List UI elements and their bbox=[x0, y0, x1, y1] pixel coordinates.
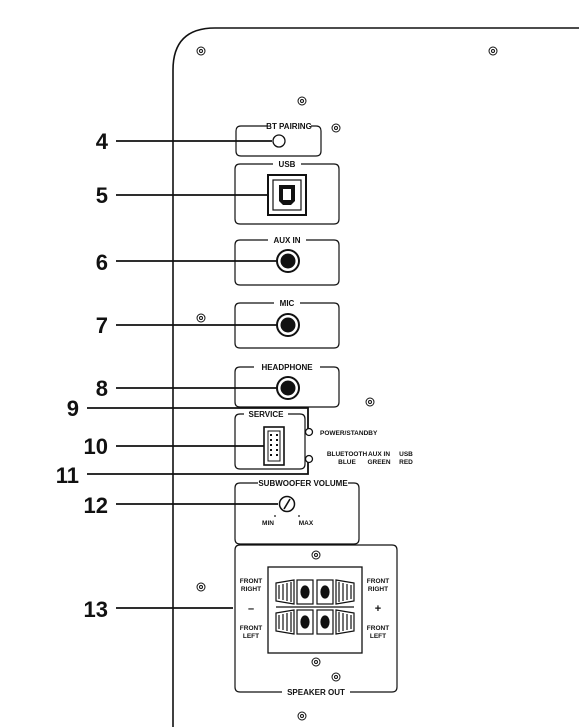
screw-icon bbox=[365, 397, 375, 407]
callout-6: 6 bbox=[96, 250, 108, 275]
aux-label-line1: AUX IN bbox=[368, 451, 390, 458]
callout-12: 12 bbox=[84, 493, 108, 518]
volume-knob[interactable] bbox=[278, 495, 296, 513]
enclosure-outline bbox=[172, 27, 579, 727]
minus-label: – bbox=[248, 603, 254, 615]
callout-4: 4 bbox=[96, 129, 109, 154]
aux-in-panel: AUX IN bbox=[234, 236, 340, 286]
usb-panel: USB bbox=[234, 160, 340, 225]
screw-icon bbox=[297, 711, 307, 721]
callout-5: 5 bbox=[96, 183, 108, 208]
screw-icon bbox=[488, 46, 498, 56]
screw-icon bbox=[297, 96, 307, 106]
usb-label: USB bbox=[279, 160, 296, 169]
mic-label: MIC bbox=[280, 299, 295, 308]
bluetooth-label-line2: BLUE bbox=[338, 459, 356, 466]
left-top-label-line2: RIGHT bbox=[241, 586, 261, 593]
headphone-label: HEADPHONE bbox=[261, 363, 313, 372]
right-top-label-line1: FRONT bbox=[367, 578, 389, 585]
screw-icon bbox=[311, 657, 321, 667]
aux-in-jack[interactable] bbox=[276, 249, 300, 273]
headphone-panel: HEADPHONE bbox=[234, 363, 340, 408]
terminal-top-left[interactable] bbox=[275, 579, 314, 605]
right-top-label-line2: RIGHT bbox=[368, 586, 388, 593]
terminal-bottom-left[interactable] bbox=[275, 609, 314, 635]
subwoofer-volume-label: SUBWOOFER VOLUME bbox=[258, 479, 348, 488]
aux-in-label: AUX IN bbox=[273, 236, 300, 245]
service-panel: SERVICE bbox=[234, 410, 306, 470]
speaker-terminals bbox=[275, 579, 355, 635]
plus-label: + bbox=[375, 603, 381, 615]
status-led bbox=[304, 454, 314, 464]
speaker-out-panel: SPEAKER OUT FRONT RIGHT – FRONT LEFT FRO… bbox=[234, 544, 398, 697]
callout-11: 11 bbox=[56, 463, 79, 488]
screw-icon bbox=[196, 313, 206, 323]
callout-8: 8 bbox=[96, 376, 108, 401]
aux-label-line2: GREEN bbox=[367, 459, 390, 466]
bluetooth-label-line1: BLUETOOTH bbox=[327, 451, 368, 458]
volume-max-label: MAX bbox=[299, 520, 314, 527]
mic-jack[interactable] bbox=[276, 313, 300, 337]
callout-13: 13 bbox=[84, 597, 108, 622]
left-top-label-line1: FRONT bbox=[240, 578, 262, 585]
screw-icon bbox=[196, 46, 206, 56]
callout-7: 7 bbox=[96, 313, 108, 338]
right-bottom-label-line1: FRONT bbox=[367, 625, 389, 632]
subwoofer-volume-panel: SUBWOOFER VOLUME MIN MAX bbox=[234, 479, 360, 545]
left-bottom-label-line1: FRONT bbox=[240, 625, 262, 632]
volume-min-label: MIN bbox=[262, 520, 274, 527]
mic-panel: MIC bbox=[234, 299, 340, 349]
left-bottom-label-line2: LEFT bbox=[243, 633, 259, 640]
screw-icons bbox=[196, 46, 498, 721]
screw-icon bbox=[331, 123, 341, 133]
terminal-top-right[interactable] bbox=[316, 579, 355, 605]
callout-labels: 4 5 6 7 8 9 10 11 12 13 bbox=[56, 129, 109, 622]
bt-pairing-panel: BT PAIRING bbox=[235, 122, 322, 157]
speaker-out-label: SPEAKER OUT bbox=[287, 688, 345, 697]
callout-10: 10 bbox=[84, 434, 108, 459]
terminal-bottom-right[interactable] bbox=[316, 609, 355, 635]
service-port[interactable] bbox=[263, 426, 285, 466]
bt-pairing-button[interactable] bbox=[272, 134, 286, 148]
power-standby-led bbox=[304, 427, 314, 437]
callout-9: 9 bbox=[67, 396, 79, 421]
screw-icon bbox=[311, 550, 321, 560]
service-label: SERVICE bbox=[249, 410, 285, 419]
screw-icon bbox=[331, 672, 341, 682]
leader-lines bbox=[87, 140, 309, 609]
usb-led-label-line1: USB bbox=[399, 451, 413, 458]
usb-b-port[interactable] bbox=[267, 174, 307, 216]
screw-icon bbox=[196, 582, 206, 592]
usb-led-label-line2: RED bbox=[399, 459, 413, 466]
indicator-leds: POWER/STANDBY BLUETOOTH BLUE AUX IN GREE… bbox=[304, 427, 413, 466]
bt-pairing-label: BT PAIRING bbox=[266, 122, 312, 131]
speaker-terminal-block bbox=[267, 566, 363, 654]
headphone-jack[interactable] bbox=[276, 376, 300, 400]
right-bottom-label-line2: LEFT bbox=[370, 633, 386, 640]
power-standby-label: POWER/STANDBY bbox=[320, 430, 378, 437]
